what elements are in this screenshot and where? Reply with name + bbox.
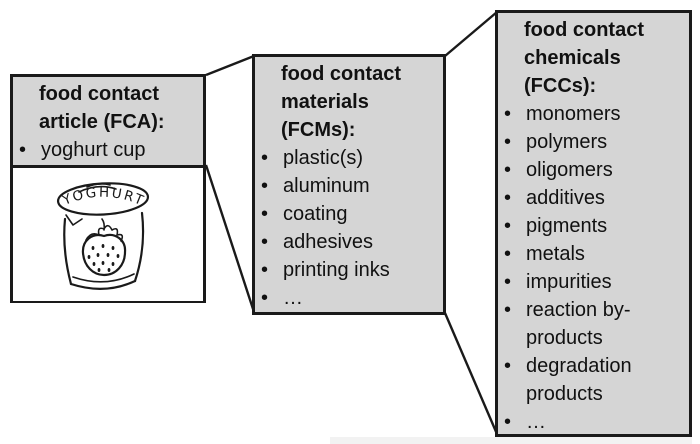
fcc-item: metals [498,240,689,268]
fcm-item: plastic(s) [255,144,443,172]
fcm-item: printing inks [255,256,443,284]
fca-title: food contact article (FCA): [13,80,203,136]
fcm-items: plastic(s)aluminumcoatingadhesivesprinti… [255,144,443,312]
fcc-box: food contact chemicals (FCCs): monomerspol… [495,10,692,437]
fca-title-line: article (FCA): [39,111,165,133]
fcc-item: impurities [498,268,689,296]
fcc-title: food contact chemicals (FCCs): [498,13,689,100]
fca-items: yoghurt cup [13,136,203,164]
fcc-item: … [498,408,689,436]
connector-fcm-fcc-bottom [443,312,499,435]
fcc-title-line: (FCCs): [524,75,597,97]
fcm-title-line: food contact [281,63,401,85]
fca-item: yoghurt cup [13,136,203,164]
fcc-item: additives [498,184,689,212]
cup-lid: YOGHURT [56,182,150,226]
fcc-item: monomers [498,100,689,128]
fca-box: food contact article (FCA): yoghurt cup [10,74,206,303]
fcc-title-line: food contact [524,19,644,41]
fcc-title-line: chemicals [524,47,621,69]
fcc-item: pigments [498,212,689,240]
connector-fca-fcm-top [205,54,255,77]
fcm-item: … [255,284,443,312]
yoghurt-cup-illustration: YOGHURT [13,168,203,301]
fca-title-line: food contact [39,83,159,105]
fca-header: food contact article (FCA): yoghurt cup [13,77,203,168]
fcm-title: food contact materials (FCMs): [255,57,443,144]
fcc-item: oligomers [498,156,689,184]
fcm-item: aluminum [255,172,443,200]
fcm-title-line: (FCMs): [281,119,356,141]
fcc-item: polymers [498,128,689,156]
bottom-shadow [330,437,692,444]
fcm-item: coating [255,200,443,228]
fcm-title-line: materials [281,91,369,113]
strawberry-icon [81,218,127,277]
fcc-item: degradation products [498,352,689,408]
yoghurt-cup-icon: YOGHURT [56,182,150,290]
fcm-item: adhesives [255,228,443,256]
connector-fcm-fcc-top [444,11,498,57]
fcc-item: reaction by-products [498,296,689,352]
connector-fca-fcm-bottom [204,164,256,313]
cup-body [63,211,145,290]
fcc-items: monomerspolymersoligomersadditivespigmen… [498,100,689,436]
